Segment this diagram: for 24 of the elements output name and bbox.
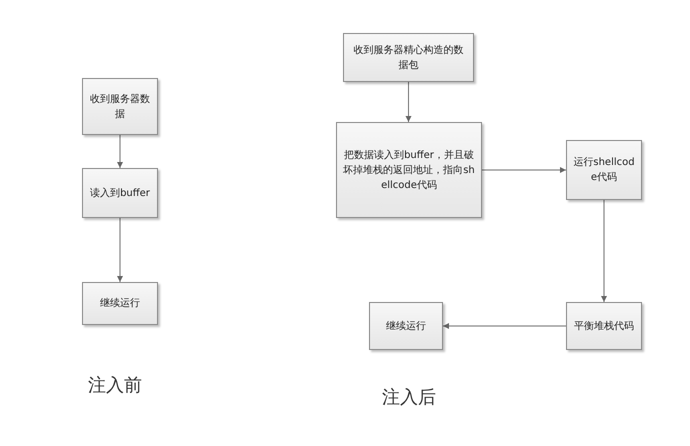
arrow: [442, 323, 566, 329]
process-box: [336, 122, 482, 218]
arrow: [482, 167, 566, 173]
arrow: [117, 218, 123, 282]
box-text: 平衡堆栈代码: [574, 320, 634, 334]
box-text: 收到服务器精心构造的数据包: [352, 44, 464, 72]
process-box: [369, 302, 443, 350]
arrow: [601, 200, 607, 302]
box-text: 继续运行: [100, 296, 140, 311]
arrow: [117, 134, 123, 168]
arrow: [406, 82, 412, 122]
caption-label: 注入后: [382, 386, 436, 410]
process-box: [566, 140, 642, 200]
process-box: [82, 282, 158, 325]
box-text: 运行shellcode代码: [573, 156, 635, 185]
caption-label: 注入前: [88, 374, 142, 398]
process-box: [82, 78, 158, 135]
process-box: [82, 168, 158, 218]
process-box: [566, 302, 642, 350]
process-box: [343, 33, 474, 82]
box-text: 收到服务器数据: [89, 92, 151, 122]
box-text: 继续运行: [386, 320, 426, 334]
box-text: 读入到buffer: [90, 186, 150, 200]
box-text: 把数据读入到buffer，并且破坏掉堆栈的返回地址，指向shellcode代码: [343, 148, 475, 192]
